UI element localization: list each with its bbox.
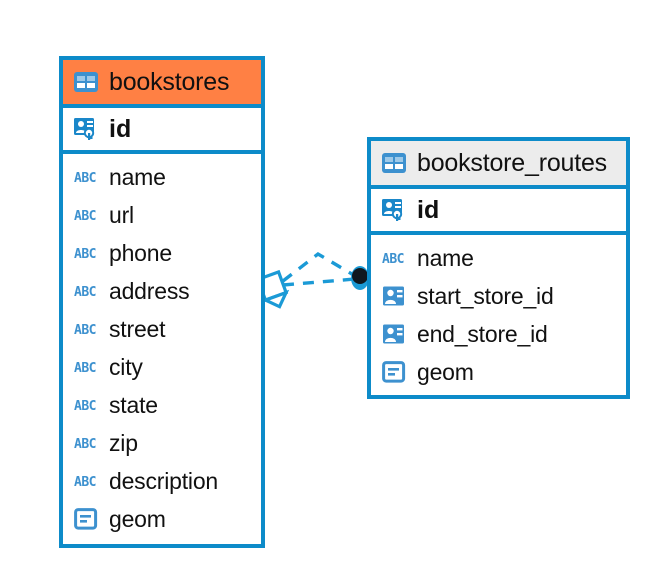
svg-text:ABC: ABC — [74, 361, 96, 375]
field-row-url[interactable]: ABC url — [63, 196, 261, 234]
text-type-icon: ABC — [74, 397, 99, 414]
field-label: address — [109, 277, 190, 304]
field-row-geom[interactable]: geom — [63, 500, 261, 538]
foreign-key-icon — [382, 323, 407, 345]
field-row-name[interactable]: ABC name — [63, 158, 261, 196]
primary-key-icon — [381, 198, 407, 222]
field-row-state[interactable]: ABC state — [63, 386, 261, 424]
text-type-icon: ABC — [74, 321, 99, 338]
field-row-phone[interactable]: ABC phone — [63, 234, 261, 272]
entity-title-bookstore-routes: bookstore_routes — [417, 148, 607, 177]
field-label: id — [109, 114, 132, 143]
text-type-icon: ABC — [74, 473, 99, 490]
field-label: phone — [109, 239, 172, 266]
field-label: geom — [417, 358, 474, 385]
field-label: zip — [109, 429, 138, 456]
field-row-address[interactable]: ABC address — [63, 272, 261, 310]
text-type-icon: ABC — [74, 359, 99, 376]
field-row-street[interactable]: ABC street — [63, 310, 261, 348]
text-type-icon: ABC — [74, 283, 99, 300]
svg-text:ABC: ABC — [382, 252, 404, 266]
entity-title-bookstores: bookstores — [109, 67, 230, 96]
text-type-icon: ABC — [382, 250, 407, 267]
field-label: id — [417, 195, 440, 224]
field-row-city[interactable]: ABC city — [63, 348, 261, 386]
field-list-bookstores: ABC name ABC url ABC p — [63, 154, 261, 538]
field-row-description[interactable]: ABC description — [63, 462, 261, 500]
field-label: description — [109, 467, 219, 494]
field-label: end_store_id — [417, 320, 548, 347]
svg-text:ABC: ABC — [74, 399, 96, 413]
svg-text:ABC: ABC — [74, 285, 96, 299]
geometry-type-icon — [74, 507, 99, 531]
svg-text:ABC: ABC — [74, 209, 96, 223]
foreign-key-icon — [382, 285, 407, 307]
svg-text:ABC: ABC — [74, 171, 96, 185]
field-row-name[interactable]: ABC name — [371, 239, 626, 277]
field-label: name — [417, 244, 474, 271]
table-icon — [73, 71, 99, 93]
svg-text:ABC: ABC — [74, 437, 96, 451]
entity-table-bookstore-routes[interactable]: bookstore_routes id — [367, 137, 630, 399]
entity-header-bookstores[interactable]: bookstores — [63, 60, 261, 108]
field-row-zip[interactable]: ABC zip — [63, 424, 261, 462]
text-type-icon: ABC — [74, 245, 99, 262]
field-list-bookstore-routes: ABC name start_store_id — [371, 235, 626, 391]
svg-text:ABC: ABC — [74, 323, 96, 337]
table-icon — [381, 152, 407, 174]
field-label: city — [109, 353, 143, 380]
svg-text:ABC: ABC — [74, 475, 96, 489]
field-row-geom[interactable]: geom — [371, 353, 626, 391]
primary-key-icon — [73, 117, 99, 141]
field-label: street — [109, 315, 166, 342]
field-row-primary-key[interactable]: id — [63, 108, 261, 154]
field-label: state — [109, 391, 158, 418]
geometry-type-icon — [382, 360, 407, 384]
field-row-start-store-id[interactable]: start_store_id — [371, 277, 626, 315]
field-label: geom — [109, 505, 166, 532]
text-type-icon: ABC — [74, 207, 99, 224]
field-label: start_store_id — [417, 282, 554, 309]
field-label: name — [109, 163, 166, 190]
entity-table-bookstores[interactable]: bookstores id — [59, 56, 265, 548]
field-row-primary-key[interactable]: id — [371, 189, 626, 235]
field-label: url — [109, 201, 134, 228]
text-type-icon: ABC — [74, 435, 99, 452]
entity-header-bookstore-routes[interactable]: bookstore_routes — [371, 141, 626, 189]
text-type-icon: ABC — [74, 169, 99, 186]
relationship-line-arched — [281, 251, 358, 283]
field-row-end-store-id[interactable]: end_store_id — [371, 315, 626, 353]
svg-text:ABC: ABC — [74, 247, 96, 261]
relationship-line-straight — [282, 277, 356, 287]
